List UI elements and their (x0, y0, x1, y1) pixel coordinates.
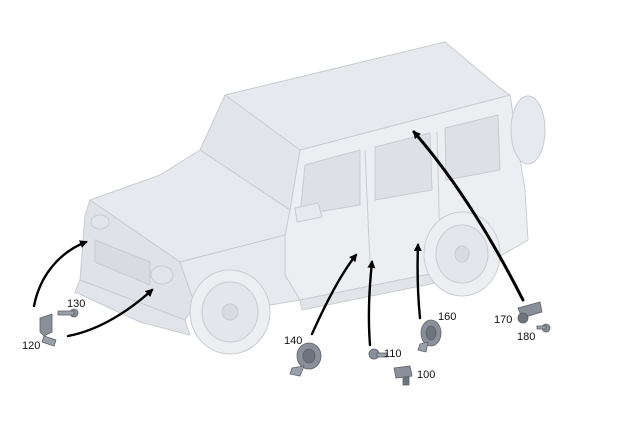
part-180-screw (536, 323, 551, 333)
vehicle-illustration (74, 41, 546, 355)
part-170-bracket (517, 301, 543, 324)
part-160-sensor (417, 319, 442, 353)
headlight-left (90, 214, 110, 230)
callout-130: 130 (67, 298, 85, 310)
callout-110: 110 (384, 348, 402, 360)
side-mirror (294, 202, 323, 223)
leader-160 (413, 243, 422, 320)
part-130-bolt (57, 308, 79, 318)
rear-door-window (374, 132, 433, 201)
leader-110 (367, 260, 376, 347)
callout-180: 180 (517, 331, 535, 343)
leader-170 (412, 130, 525, 302)
callout-160: 160 (438, 311, 456, 323)
leader-140 (310, 253, 358, 336)
leader-120 (32, 240, 88, 308)
part-140-sensor (289, 342, 322, 377)
leader-130 (66, 288, 154, 338)
rear-wheel (423, 211, 501, 297)
front-wheel (189, 269, 271, 355)
callout-120: 120 (22, 340, 40, 352)
callout-100: 100 (417, 369, 435, 381)
leader-lines (32, 130, 525, 347)
part-110-fastener (368, 348, 388, 360)
part-100-connector (393, 365, 413, 386)
part-120-sensor-bracket (39, 313, 57, 347)
parts (39, 301, 551, 386)
callout-labels: 130 120 140 110 100 160 170 180 (22, 298, 535, 381)
spare-wheel-cover (510, 95, 546, 165)
front-door-window (299, 149, 361, 216)
headlight-right (150, 265, 174, 285)
callout-170: 170 (494, 314, 512, 326)
callout-140: 140 (284, 335, 302, 347)
door-seam-front (364, 149, 371, 266)
rear-quarter-window (444, 114, 501, 181)
vehicle-grille (94, 239, 151, 286)
